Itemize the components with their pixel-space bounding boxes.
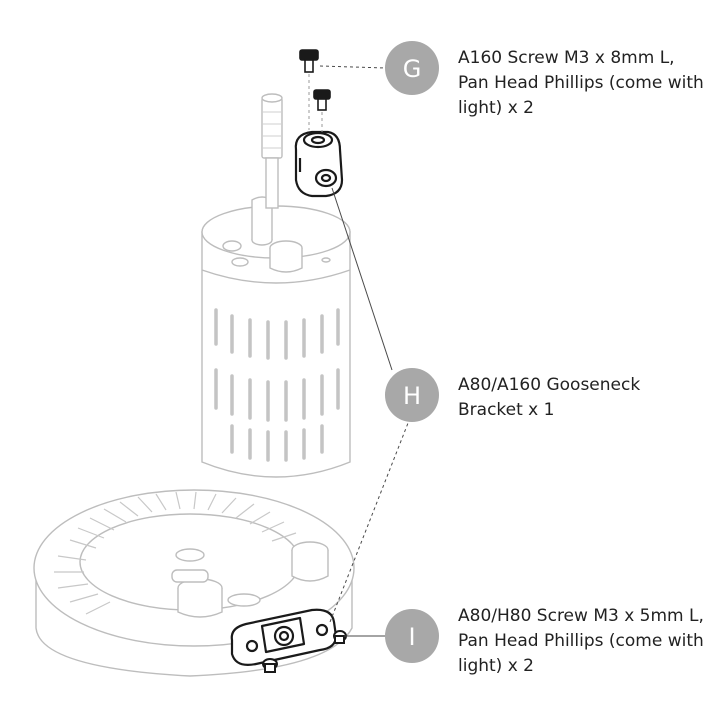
light-base	[33, 489, 355, 677]
screw-i-right	[333, 630, 347, 644]
screw-g-2	[313, 89, 331, 111]
callout-h: H	[385, 368, 439, 422]
callout-h-letter: H	[403, 382, 421, 410]
light-body	[201, 196, 351, 478]
bracket-base-mount	[230, 608, 338, 666]
bracket-top	[294, 130, 344, 198]
screw-g-1	[299, 49, 319, 73]
callout-g: G	[385, 41, 439, 95]
leader-lines	[319, 65, 411, 637]
gooseneck-post	[261, 93, 283, 209]
callout-i-letter: I	[408, 623, 415, 651]
screw-i-left	[262, 658, 278, 673]
part-label-i: A80/H80 Screw M3 x 5mm L, Pan Head Phill…	[458, 606, 704, 676]
part-label-g: A160 Screw M3 x 8mm L, Pan Head Phillips…	[458, 48, 704, 118]
callout-g-letter: G	[403, 55, 422, 83]
callout-i: I	[385, 609, 439, 663]
part-label-h: A80/A160 Gooseneck Bracket x 1	[458, 375, 641, 420]
